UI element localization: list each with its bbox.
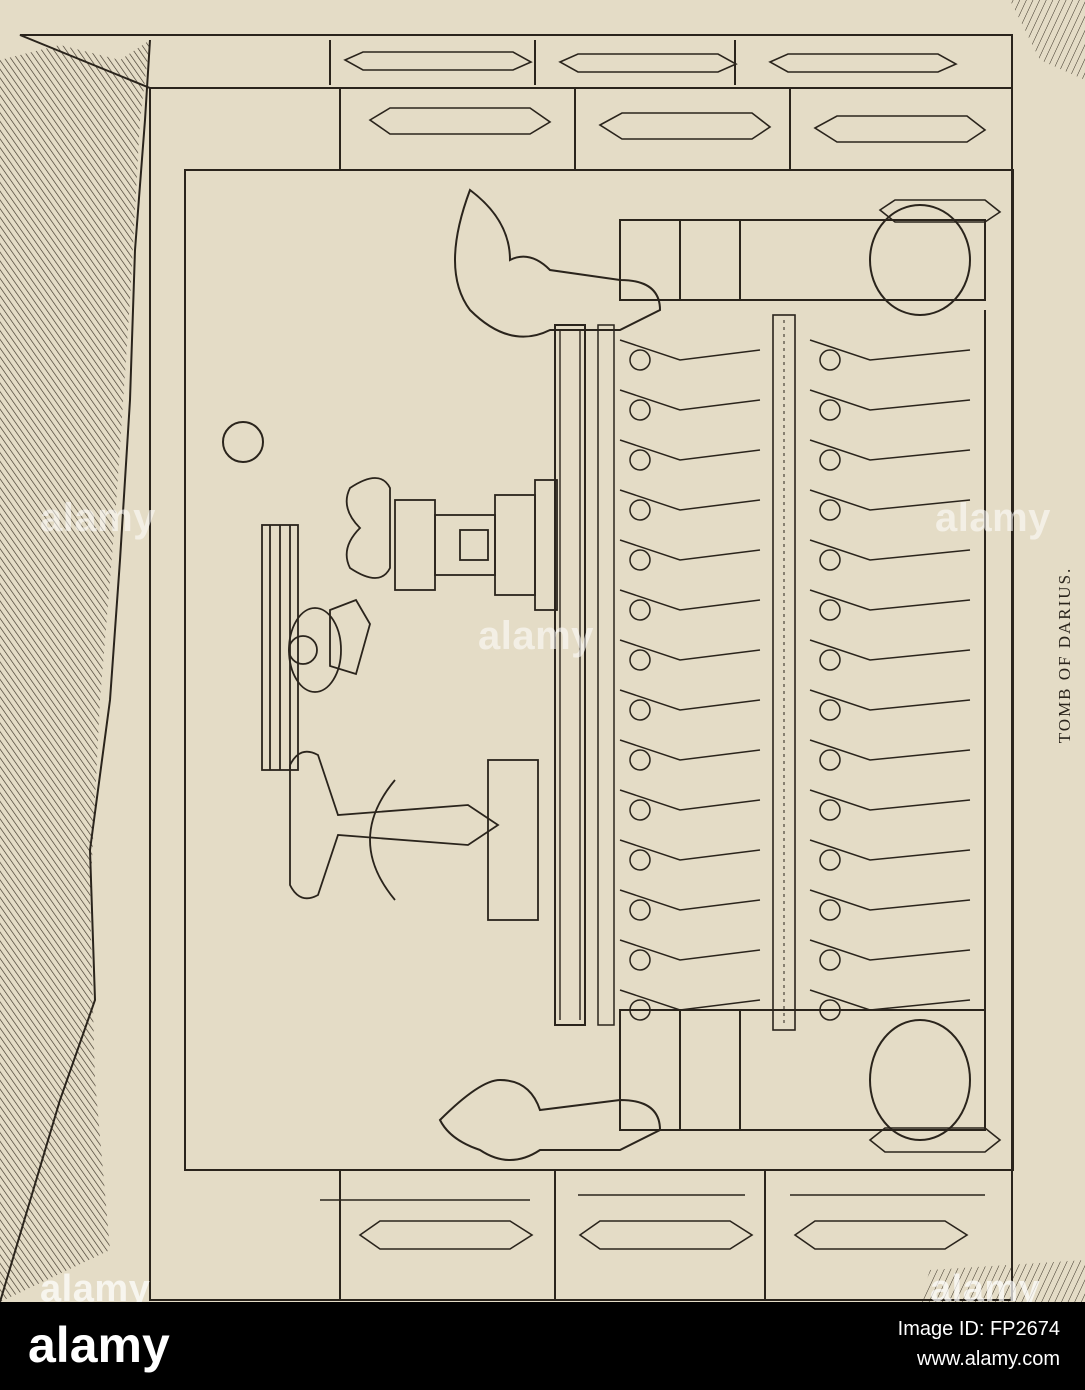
alamy-logo[interactable]: alamy (28, 1316, 268, 1376)
fire-altar (345, 477, 558, 611)
throne-bearers (619, 339, 971, 1021)
attendant-figures (868, 199, 1002, 1153)
throne-platform (554, 310, 986, 1040)
bull-columns (438, 188, 986, 1161)
watermark: alamy (478, 614, 594, 658)
guard-figures (320, 51, 987, 1250)
plate-caption: TOMB OF DARIUS. (1055, 566, 1074, 744)
faravahar-figure (261, 524, 371, 771)
watermark: alamy (935, 496, 1051, 540)
watermark: alamy (930, 1268, 1041, 1302)
tomb-engraving (0, 0, 1085, 1302)
engraving-plate: TOMB OF DARIUS. alamy alamy alamy alamy … (0, 0, 1085, 1302)
svg-text:alamy: alamy (28, 1317, 170, 1373)
stock-footer: alamy Image ID: FP2674 www.alamy.com (0, 1302, 1085, 1390)
watermark: alamy (40, 496, 156, 540)
king-figure (289, 750, 539, 921)
site-url[interactable]: www.alamy.com (917, 1348, 1060, 1370)
facade-frame (19, 34, 1014, 1301)
rock-cliff (0, 0, 1085, 1302)
image-id: Image ID: FP2674 (897, 1318, 1060, 1340)
sun-disc (222, 421, 264, 463)
watermark: alamy (40, 1268, 151, 1302)
image-id-value: FP2674 (989, 1318, 1060, 1340)
